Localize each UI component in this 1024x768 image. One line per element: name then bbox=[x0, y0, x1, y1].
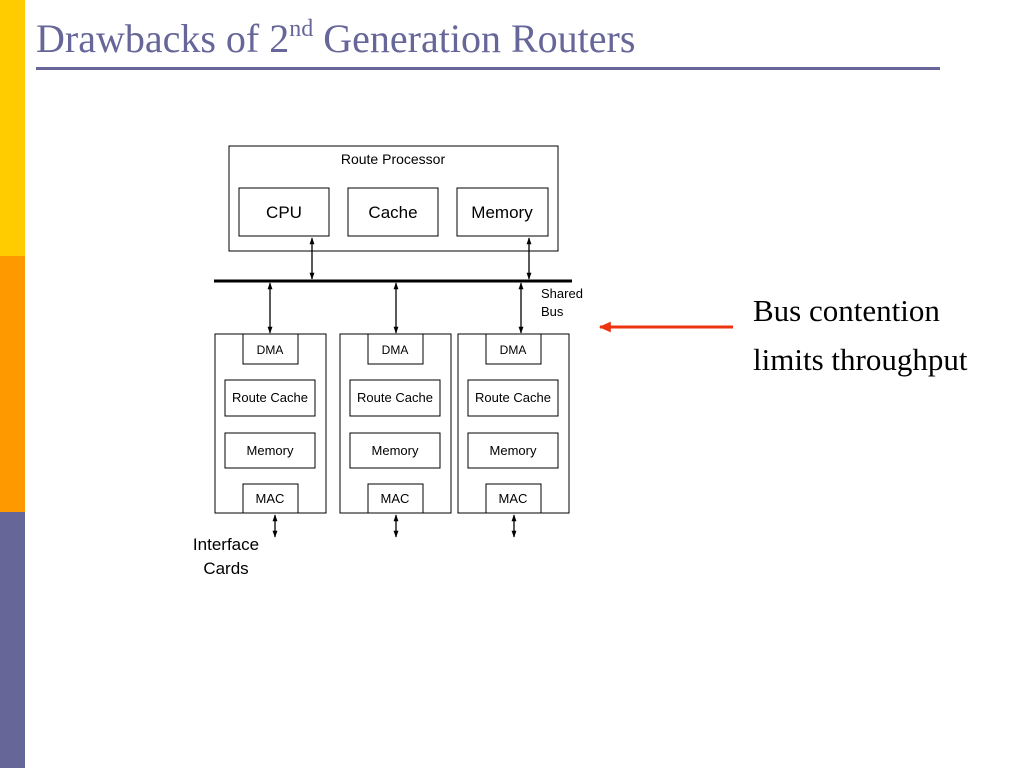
rp-memory-label: Memory bbox=[471, 203, 533, 222]
cpu-label: CPU bbox=[266, 203, 302, 222]
title-suffix: Generation Routers bbox=[313, 16, 636, 61]
card3-mac-label: MAC bbox=[499, 491, 528, 506]
side-stripe-top bbox=[0, 0, 25, 256]
route-processor: Route Processor CPU Cache Memory bbox=[228, 145, 559, 252]
card1-mac-label: MAC bbox=[256, 491, 285, 506]
card2-mac-box bbox=[367, 483, 424, 514]
interface-card-1: DMA Route Cache Memory MAC bbox=[214, 333, 327, 514]
shared-bus-label-line2: Bus bbox=[541, 304, 564, 319]
card1-route-cache-label: Route Cache bbox=[232, 390, 308, 405]
cache-box: Cache bbox=[347, 187, 439, 237]
card1-memory-label: Memory bbox=[247, 443, 294, 458]
bus-contention-note: Bus contention limits throughput bbox=[753, 286, 967, 384]
card3-dma-label: DMA bbox=[500, 343, 527, 357]
note-line-1: Bus contention bbox=[753, 293, 940, 328]
card3-memory-label: Memory bbox=[490, 443, 537, 458]
title-superscript: nd bbox=[289, 16, 314, 42]
card1-route-cache-box bbox=[224, 379, 316, 417]
card2-dma-label: DMA bbox=[382, 343, 409, 357]
note-line-2: limits throughput bbox=[753, 342, 968, 377]
card1-dma-label: DMA bbox=[257, 343, 284, 357]
card3-route-cache-box bbox=[467, 379, 559, 417]
rp-memory-box: Memory bbox=[456, 187, 549, 237]
side-stripe-bottom bbox=[0, 512, 25, 768]
slide-title: Drawbacks of 2nd Generation Routers bbox=[36, 14, 635, 64]
card3-mac-box bbox=[485, 483, 542, 514]
title-prefix: Drawbacks of 2 bbox=[36, 16, 290, 61]
card2-memory-label: Memory bbox=[372, 443, 419, 458]
card1-dma-box bbox=[242, 333, 299, 365]
card2-memory-box bbox=[349, 432, 441, 469]
route-processor-label: Route Processor bbox=[341, 151, 446, 167]
card2-route-cache-box bbox=[349, 379, 441, 417]
card1-memory-box bbox=[224, 432, 316, 469]
interface-card-2: DMA Route Cache Memory MAC bbox=[339, 333, 452, 514]
title-rule bbox=[36, 67, 940, 70]
interface-cards-label-line1: Interface bbox=[193, 535, 259, 554]
card3-memory-box bbox=[467, 432, 559, 469]
card2-mac-label: MAC bbox=[381, 491, 410, 506]
card3-route-cache-label: Route Cache bbox=[475, 390, 551, 405]
card2-dma-box bbox=[367, 333, 424, 365]
interface-card-3: DMA Route Cache Memory MAC bbox=[457, 333, 570, 514]
card1-mac-box bbox=[242, 483, 299, 514]
cpu-box: CPU bbox=[238, 187, 330, 237]
cache-label: Cache bbox=[368, 203, 417, 222]
card2-route-cache-label: Route Cache bbox=[357, 390, 433, 405]
side-stripe-middle bbox=[0, 256, 25, 512]
card3-dma-box bbox=[485, 333, 542, 365]
interface-cards-label-line2: Cards bbox=[203, 559, 248, 578]
shared-bus-label-line1: Shared bbox=[541, 286, 583, 301]
